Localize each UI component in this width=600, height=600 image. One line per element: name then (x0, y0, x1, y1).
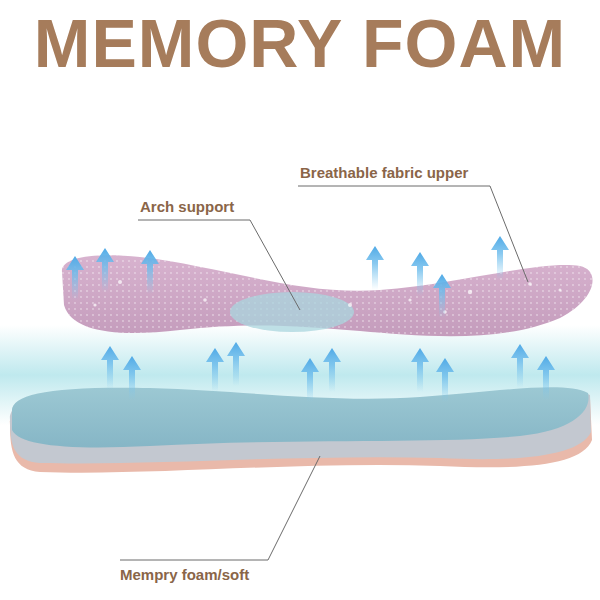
part-label: Mempry foam/soft (120, 566, 249, 583)
airflow-arrows (66, 236, 555, 402)
fabric-upper-layer (62, 255, 593, 336)
part-label: Arch support (140, 198, 234, 215)
title: MEMORY FOAM (0, 4, 600, 82)
memory-foam-layer (10, 387, 592, 472)
arch-zone (230, 292, 354, 332)
part-label: Breathable fabric upper (300, 164, 468, 181)
leader-lines (120, 186, 528, 560)
